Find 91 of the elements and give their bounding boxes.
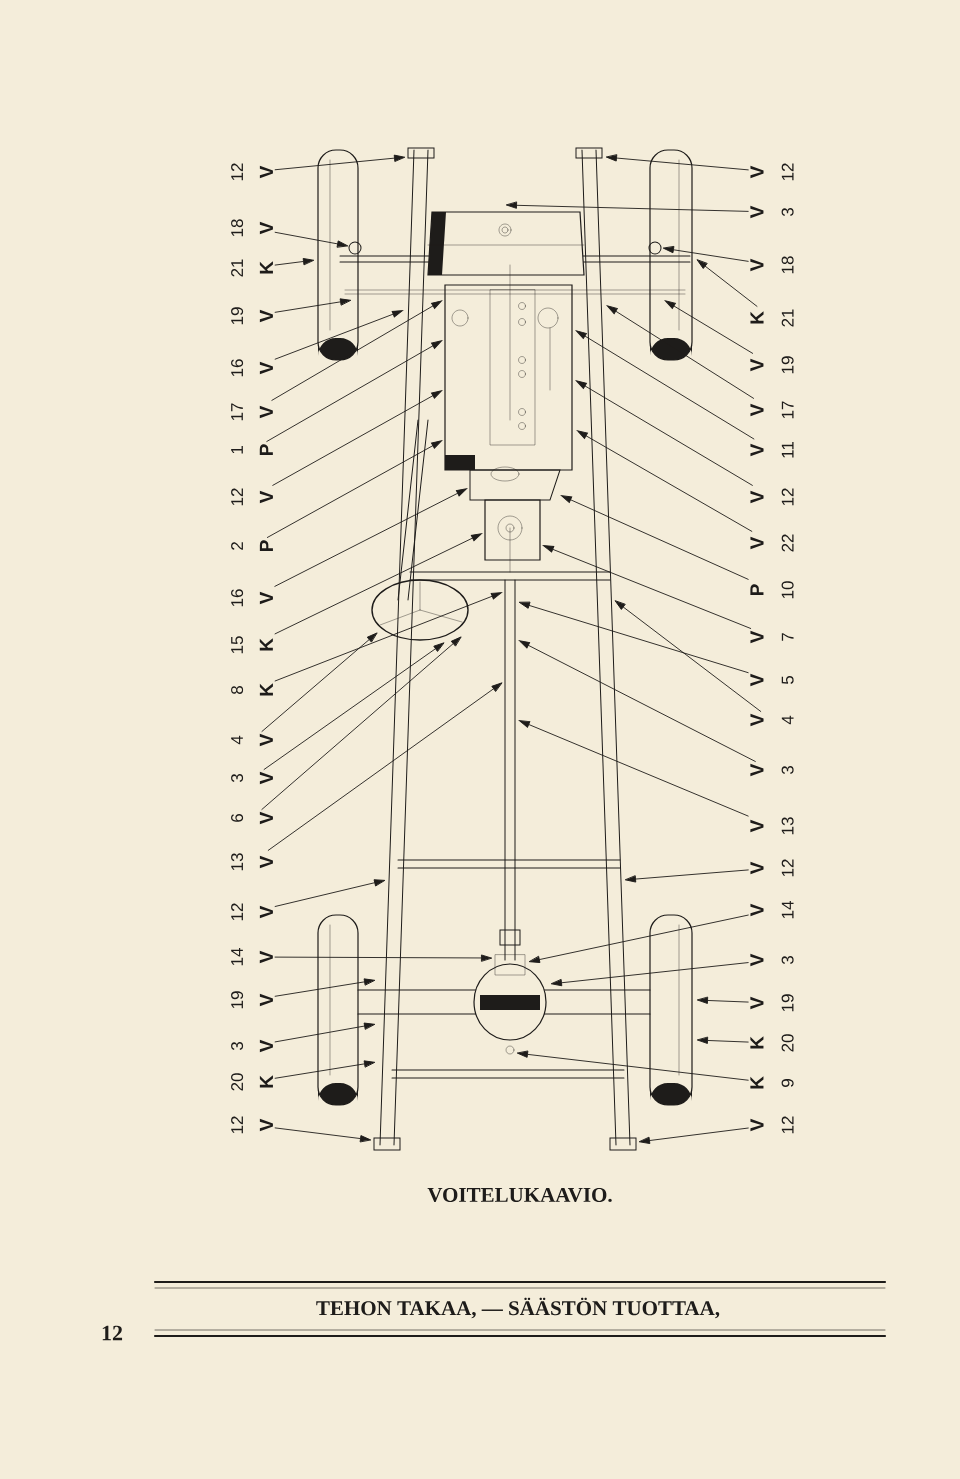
leader-line [274, 488, 467, 587]
callout-number: 12 V [231, 903, 273, 921]
callout-number: 18 V [231, 219, 273, 237]
callout-number: V 19 [750, 356, 794, 374]
callout-number: 19 V [231, 991, 273, 1009]
leader-line [519, 602, 749, 674]
leader-line [664, 300, 754, 354]
leader-line [274, 1127, 371, 1142]
leader-line [274, 310, 403, 360]
callout-number: K 20 [750, 1034, 794, 1052]
callout-number: V 4 [750, 713, 794, 727]
callout-number: V 12 [750, 163, 794, 181]
callout-number: V 12 [750, 488, 794, 506]
page-number: 12 [102, 1325, 123, 1341]
leader-line [274, 879, 385, 907]
callout-number: V 22 [750, 534, 794, 552]
callout-number: 19 V [231, 307, 273, 325]
leader-line [266, 440, 443, 538]
callout-number: 20 K [231, 1073, 273, 1091]
leader-line [274, 154, 405, 171]
leader-line [576, 430, 753, 532]
callout-number: 4 V [231, 733, 273, 747]
callout-number: V 5 [750, 673, 794, 687]
leader-line [697, 997, 749, 1004]
leader-line [606, 154, 749, 171]
leader-line [697, 1037, 749, 1044]
leader-line [272, 390, 443, 486]
leader-line [614, 600, 762, 712]
callout-number: 13 V [231, 853, 273, 871]
leader-line [519, 720, 749, 817]
leader-line [639, 1127, 749, 1144]
slogan: TEHON TAKAA, — SÄÄSTÖN TUOTTAA, [316, 1297, 720, 1319]
callout-number: V 11 [750, 442, 794, 458]
callout-number: 8 K [231, 683, 273, 696]
callout-number: 2 P [231, 540, 273, 552]
leader-line [575, 380, 753, 486]
leader-line [274, 954, 492, 962]
leader-line [543, 545, 752, 629]
callout-number: V 18 [750, 256, 794, 274]
leader-line [575, 330, 755, 440]
leader-line [263, 642, 445, 770]
callout-number: V 13 [750, 817, 794, 835]
leader-line [274, 533, 482, 635]
leader-line [261, 636, 462, 810]
callout-number: V 14 [750, 901, 794, 919]
leader-line [266, 340, 443, 442]
leader-line [267, 682, 503, 851]
leader-line [663, 246, 749, 262]
callout-number: V 3 [750, 953, 794, 967]
callout-number: 17 V [231, 403, 273, 421]
leader-line [271, 300, 443, 401]
leader-line [551, 962, 749, 987]
leader-line [274, 592, 502, 682]
callout-number: V 12 [750, 1116, 794, 1134]
callout-number: 14 V [231, 948, 273, 966]
callout-number: 3 V [231, 771, 273, 785]
callout-number: K 9 [750, 1076, 794, 1089]
callout-number: 12 V [231, 488, 273, 506]
callout-number: 16 V [231, 359, 273, 377]
callout-number: V 17 [750, 401, 794, 419]
callout-number: 3 V [231, 1039, 273, 1053]
callout-number: 15 K [231, 636, 273, 654]
leader-line [517, 1050, 749, 1081]
callout-number: V 7 [750, 630, 794, 644]
leader-line [696, 259, 758, 307]
leader-line [274, 231, 348, 248]
leader-line [625, 869, 749, 883]
leader-line [261, 632, 378, 732]
leader-line [529, 914, 749, 963]
leader-line [274, 1060, 375, 1079]
callout-number: 12 V [231, 163, 273, 181]
leader-line [518, 640, 756, 762]
callout-number: V 3 [750, 763, 794, 777]
caption: VOITELUKAAVIO. [427, 1187, 612, 1203]
callout-number: V 12 [750, 859, 794, 877]
leader-line [274, 298, 351, 313]
callout-number: K 21 [750, 309, 794, 327]
callout-number: 12 V [231, 1116, 273, 1134]
callout-number: 16 V [231, 589, 273, 607]
callout-number: P 10 [750, 581, 794, 599]
leader-line [274, 978, 375, 997]
callout-number: V 19 [750, 994, 794, 1012]
leader-line [606, 305, 755, 399]
leader-line [561, 495, 749, 580]
leader-line [506, 201, 749, 212]
callout-number: 21 K [231, 259, 273, 277]
callout-number: 6 V [231, 811, 273, 825]
callout-number: V 3 [750, 205, 794, 219]
callout-number: 1 P [231, 444, 273, 456]
leader-line [274, 258, 314, 266]
leader-line [274, 1022, 375, 1043]
